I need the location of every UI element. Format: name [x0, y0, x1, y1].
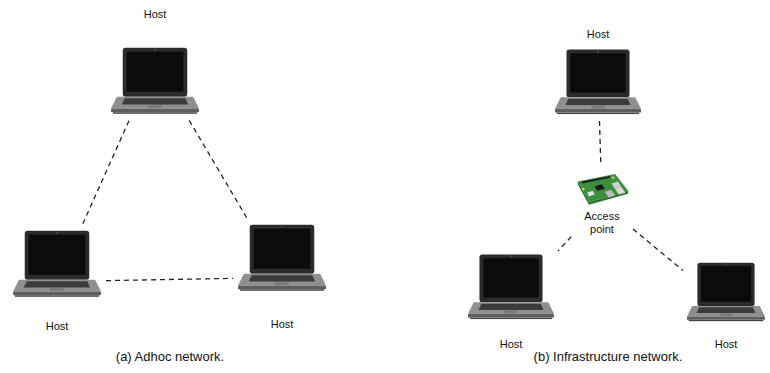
- laptop-icon: [13, 230, 101, 300]
- laptop-icon: [687, 263, 765, 322]
- wireless-link: [106, 278, 233, 280]
- raspberry-pi-icon: [574, 170, 630, 208]
- host-label: Host: [143, 8, 168, 21]
- raspberry-pi-icon: [578, 174, 628, 205]
- host-label: Host: [714, 338, 739, 351]
- laptop-icon: [111, 47, 199, 117]
- host-label: Host: [45, 320, 70, 333]
- laptop-icon: [687, 262, 765, 324]
- laptop-icon: [555, 50, 641, 115]
- figure-caption: (a) Adhoc network.: [116, 349, 224, 364]
- wireless-link: [633, 229, 683, 271]
- host-label: Host: [499, 338, 524, 351]
- host-label: Host: [586, 28, 611, 41]
- host-node: Host: [466, 254, 556, 351]
- laptop-icon: [111, 48, 199, 114]
- laptop-icon: [238, 224, 326, 294]
- wireless-link: [82, 121, 129, 227]
- host-node: Host: [686, 262, 766, 351]
- host-node: Host: [110, 8, 200, 117]
- laptop-icon: [468, 254, 554, 322]
- host-node: Host: [237, 224, 327, 331]
- laptop-icon: [468, 255, 554, 319]
- host-label: Host: [270, 318, 295, 331]
- laptop-icon: [13, 231, 101, 297]
- wireless-link: [189, 120, 248, 220]
- access-point-label: Access point: [578, 210, 626, 236]
- host-node: Host: [553, 28, 643, 117]
- wireless-link: [558, 237, 571, 251]
- wireless-link: [599, 121, 600, 166]
- access-point-node: Access point: [574, 170, 630, 236]
- host-node: Host: [12, 230, 102, 333]
- laptop-icon: [238, 225, 326, 291]
- figure-caption: (b) Infrastructure network.: [534, 349, 683, 364]
- laptop-icon: [555, 49, 641, 117]
